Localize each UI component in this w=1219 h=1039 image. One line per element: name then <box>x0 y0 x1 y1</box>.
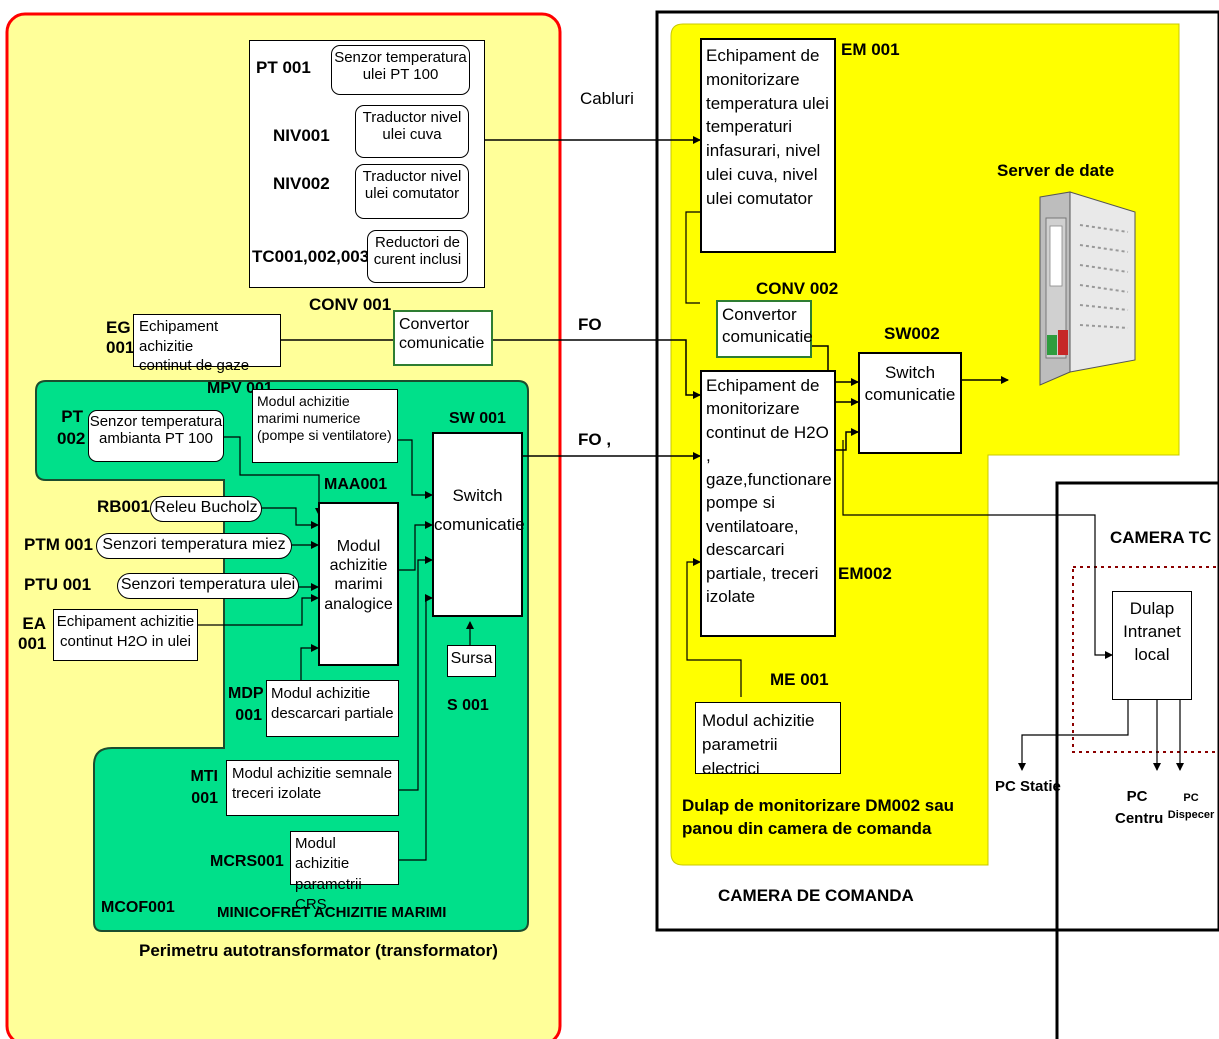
niv002-code: NIV002 <box>273 174 330 194</box>
ea001-code: EA 001 <box>18 614 46 655</box>
server-icon <box>1040 192 1135 385</box>
niv001-code: NIV001 <box>273 126 330 146</box>
eg001-box: Echipament achizitie continut de gaze <box>133 314 281 367</box>
cabinet-title: Dulap de monitorizare DM002 sau panou di… <box>682 795 954 841</box>
conv001-code: CONV 001 <box>309 295 391 315</box>
pc-statie-label: PC Statie <box>995 778 1061 795</box>
sursa-box: Sursa <box>447 645 496 677</box>
server-label: Server de date <box>997 161 1114 181</box>
pt001-sensor: Senzor temperatura ulei PT 100 <box>331 45 470 95</box>
ptu001-code: PTU 001 <box>24 575 91 595</box>
mdp001-box: Modul achizitie descarcari partiale <box>266 680 399 737</box>
conv002-box: Convertor comunicatie <box>716 300 812 358</box>
mcrs001-box: Modul achizitie parametrii CRS <box>290 831 399 885</box>
minicofret-title: MINICOFRET ACHIZITIE MARIMI <box>217 904 446 921</box>
rb001-code: RB001 <box>97 497 150 517</box>
ea001-box: Echipament achizitie continut H2O in ule… <box>53 609 198 661</box>
sw001-box: Switch comunicatie <box>432 432 523 617</box>
em002-code: EM002 <box>838 564 892 584</box>
niv001-sensor: Traductor nivel ulei cuva <box>355 105 469 158</box>
em001-box: Echipament de monitorizare temperatura u… <box>700 38 836 253</box>
mpv001-box: Modul achizitie marimi numerice (pompe s… <box>252 389 398 463</box>
camera-tc-title: CAMERA TC <box>1110 528 1211 548</box>
fo-label-1: FO <box>578 315 602 335</box>
maa001-code: MAA001 <box>324 476 387 494</box>
sw001-code: SW 001 <box>449 410 506 428</box>
me001-box: Modul achizitie parametrii electrici <box>695 702 841 774</box>
sw002-box: Switch comunicatie <box>858 352 962 454</box>
pt001-code: PT 001 <box>256 58 311 78</box>
dulap-intranet-box: Dulap Intranet local <box>1112 591 1192 700</box>
pc-centru-label: PC Centru <box>1115 786 1159 830</box>
pc-dispecer-label: PC Dispecer <box>1163 790 1219 823</box>
eg001-code: EG 001 <box>106 318 128 357</box>
cables-label: Cabluri <box>580 89 634 109</box>
niv002-sensor: Traductor nivel ulei comutator <box>355 164 469 219</box>
mti001-code: MTI 001 <box>186 766 218 809</box>
fo-label-2: FO , <box>578 430 611 450</box>
sw002-code: SW002 <box>884 324 940 344</box>
rb001-sensor: Releu Bucholz <box>150 496 262 522</box>
em001-code: EM 001 <box>841 40 900 60</box>
mcof001-code: MCOF001 <box>101 899 175 917</box>
em002-box: Echipament de monitorizare continut de H… <box>700 370 836 637</box>
ptm001-code: PTM 001 <box>24 535 93 555</box>
conv001-box: Convertor comunicatie <box>393 310 493 366</box>
pt002-sensor: Senzor temperatura ambianta PT 100 <box>88 410 224 462</box>
conv002-code: CONV 002 <box>756 279 838 299</box>
ptu001-sensor: Senzori temperatura ulei <box>117 573 299 599</box>
tc-code: TC001,002,003 <box>252 247 369 267</box>
tc-sensor: Reductori de curent inclusi <box>367 230 468 283</box>
control-room-title: CAMERA DE COMANDA <box>718 886 914 906</box>
perimeter-title: Perimetru autotransformator (transformat… <box>139 941 498 961</box>
mti001-box: Modul achizitie semnale treceri izolate <box>226 760 399 816</box>
pt002-code: PT 002 <box>57 406 83 450</box>
maa001-box: Modul achizitie marimi analogice <box>318 502 399 666</box>
s001-code: S 001 <box>447 697 489 715</box>
ptm001-sensor: Senzori temperatura miez <box>96 533 292 559</box>
mdp001-code: MDP 001 <box>228 683 262 726</box>
mcrs001-code: MCRS001 <box>210 853 284 871</box>
me001-code: ME 001 <box>770 670 829 690</box>
